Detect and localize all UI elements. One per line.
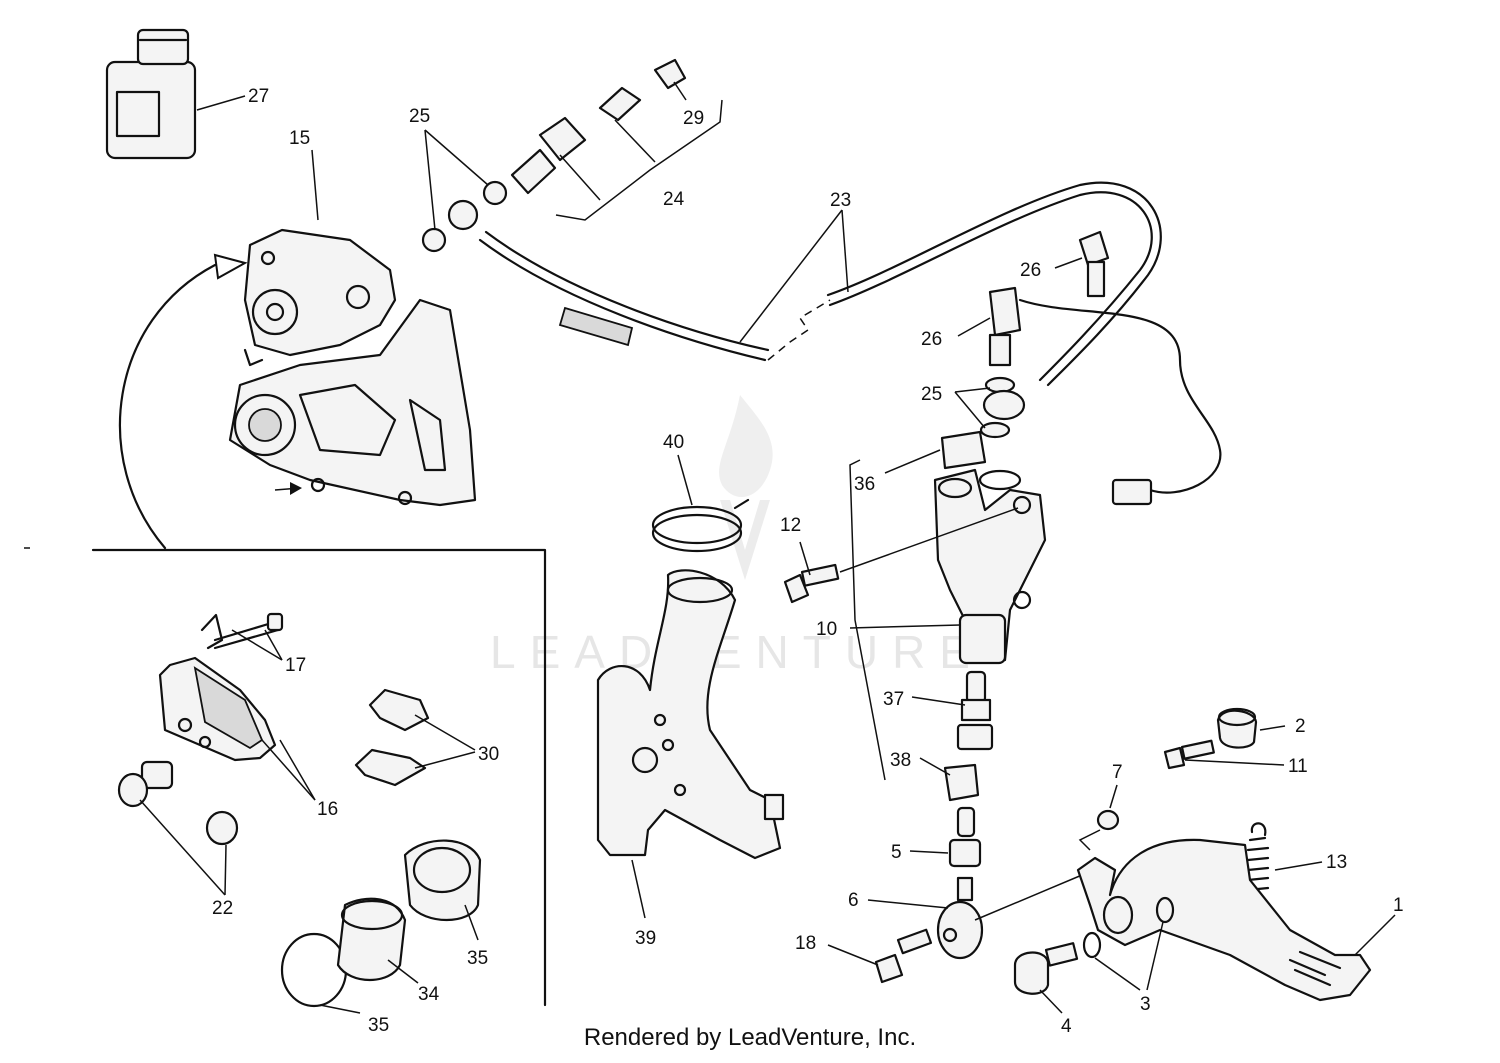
callout-1: 1 xyxy=(1393,895,1404,916)
callout-2: 2 xyxy=(1295,716,1306,737)
callout-40: 40 xyxy=(663,432,684,453)
callout-4: 4 xyxy=(1061,1016,1072,1037)
callout-35-right: 35 xyxy=(467,948,488,969)
callout-37: 37 xyxy=(883,689,904,710)
callout-3: 3 xyxy=(1140,994,1151,1015)
piston-and-seals xyxy=(280,839,482,1008)
pivot-bolt xyxy=(1013,942,1079,995)
master-cylinder-guard xyxy=(596,569,785,860)
nut-7 xyxy=(1096,809,1120,831)
hose-clamp xyxy=(651,498,750,553)
master-cylinder xyxy=(933,430,1047,665)
bleeder-banjo-bolt xyxy=(510,58,687,195)
callout-6: 6 xyxy=(848,890,859,911)
callout-25-mid: 25 xyxy=(921,384,942,405)
callout-24: 24 xyxy=(663,189,685,210)
callout-13: 13 xyxy=(1326,852,1347,873)
callout-36: 36 xyxy=(854,474,875,495)
pushrod-assembly xyxy=(936,670,994,960)
pad-pin xyxy=(200,612,284,650)
brake-fluid-bottle xyxy=(105,28,197,160)
callout-18: 18 xyxy=(795,933,816,954)
callout-29: 29 xyxy=(683,108,704,129)
callout-10: 10 xyxy=(816,619,837,640)
callout-27: 27 xyxy=(248,86,269,107)
callout-25-top: 25 xyxy=(409,106,430,127)
callout-5: 5 xyxy=(891,842,902,863)
banjo-washers-top xyxy=(421,180,508,253)
pad-spring-clips xyxy=(354,688,430,787)
callout-16: 16 xyxy=(317,799,338,820)
callout-35-left: 35 xyxy=(368,1015,389,1036)
bolt-18 xyxy=(874,928,933,984)
callout-labels: 1 2 3 4 5 6 7 10 11 12 13 15 16 17 18 22… xyxy=(212,86,1404,1037)
banjo-washers-mid xyxy=(979,376,1026,439)
callout-38: 38 xyxy=(890,750,911,771)
callout-34: 34 xyxy=(418,984,440,1005)
callout-11: 11 xyxy=(1288,756,1308,777)
callout-26-lower: 26 xyxy=(921,329,942,350)
brake-pedal xyxy=(1076,838,1372,1002)
mounting-bolt-12 xyxy=(783,563,840,604)
pedal-washers xyxy=(1082,896,1175,959)
callout-7: 7 xyxy=(1112,762,1123,783)
footer-credit: Rendered by LeadVenture, Inc. xyxy=(583,1024,917,1051)
callout-30: 30 xyxy=(478,744,499,765)
pressure-switch xyxy=(988,230,1222,506)
brake-hose xyxy=(478,181,1162,387)
callout-26-upper: 26 xyxy=(1020,260,1041,281)
callout-23: 23 xyxy=(830,190,851,211)
callout-12: 12 xyxy=(780,515,801,536)
return-spring xyxy=(1246,822,1270,892)
callout-39: 39 xyxy=(635,928,656,949)
bolt-11 xyxy=(1163,739,1215,770)
callout-17: 17 xyxy=(285,655,306,676)
brake-caliper xyxy=(228,228,477,507)
watermark: LEADVENTURE xyxy=(490,395,984,678)
bumper-grommet xyxy=(1216,707,1258,749)
watermark-text: LEADVENTURE xyxy=(490,626,984,678)
slide-pins xyxy=(117,760,239,846)
callout-22: 22 xyxy=(212,898,233,919)
brake-pads xyxy=(158,656,277,762)
callout-15: 15 xyxy=(289,128,310,149)
